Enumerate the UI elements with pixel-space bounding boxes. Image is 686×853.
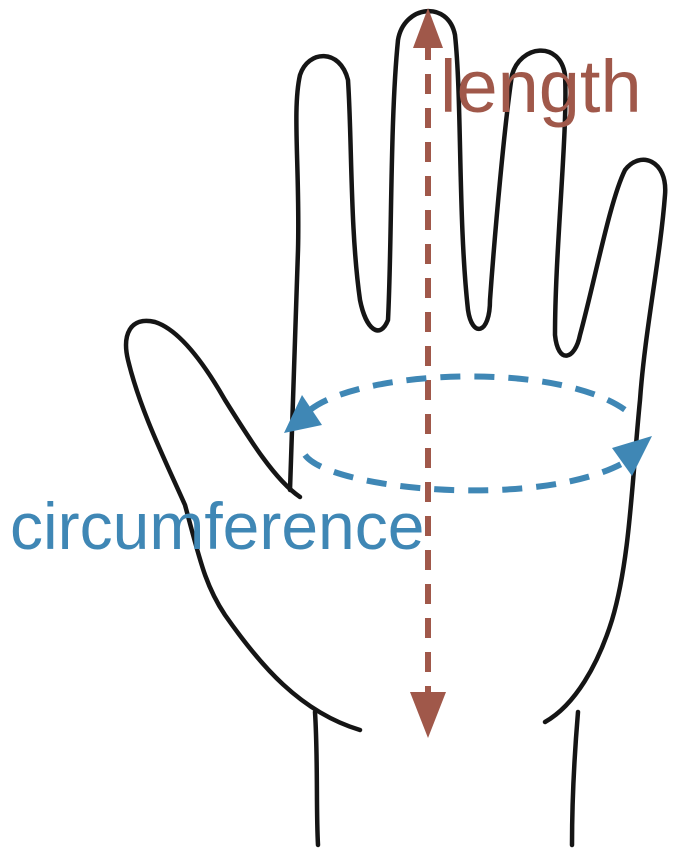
arrowhead-right-icon (612, 436, 652, 476)
circumference-label: circumference (10, 489, 425, 563)
circumference-arrow (302, 373, 630, 494)
wrist-left-outline (312, 709, 321, 848)
fingers-outline (287, 8, 668, 725)
arrowhead-up-icon (413, 8, 443, 48)
length-arrow (410, 8, 446, 738)
arrowhead-left-icon (284, 395, 322, 433)
length-label: length (440, 45, 642, 128)
arrowhead-down-icon (410, 692, 446, 738)
wrist-right-outline (569, 709, 581, 848)
thumb-outline (123, 318, 363, 733)
